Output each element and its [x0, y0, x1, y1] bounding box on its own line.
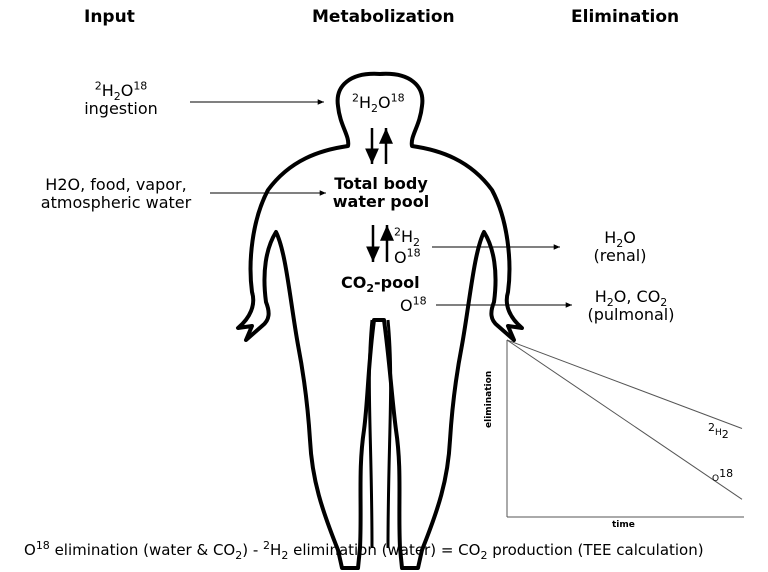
output-pulmonal: H2O, CO2 (pulmonal)	[576, 288, 686, 323]
head-tracer-formula: 2H2O18	[352, 91, 405, 116]
leg-split	[367, 319, 393, 549]
input-tracer-formula: 2H2O18	[94, 79, 148, 104]
chart-y-label: elimination	[484, 370, 494, 428]
oxygen18-pulmonal-label: O18	[400, 294, 427, 315]
output-renal-word: (renal)	[593, 245, 647, 265]
series-line-deuterium	[506, 339, 743, 429]
input-water-line2: atmospheric water	[40, 192, 192, 212]
header-elimination: Elimination	[571, 7, 680, 27]
input-ingestion-label: 2H2O18 ingestion	[76, 79, 166, 118]
co2-pool: CO2-pool	[341, 273, 420, 296]
output-pulmonal-word: (pulmonal)	[587, 304, 675, 324]
deuterium-label: 2H2	[394, 225, 421, 250]
series-label-oxygen18: O18	[712, 467, 734, 484]
body-silhouette	[236, 71, 524, 570]
output-renal: H2O (renal)	[580, 229, 660, 264]
input-ingestion-word: ingestion	[84, 98, 158, 118]
input-water-line1: H2O, food, vapor,	[45, 175, 187, 194]
input-water-label: H2O, food, vapor, atmospheric water	[26, 176, 206, 211]
series-label-deuterium: 2H2	[708, 421, 729, 441]
header-metabolization: Metabolization	[312, 7, 455, 27]
footer-equation: O18 elimination (water & CO2) - 2H2 elim…	[24, 539, 704, 562]
output-pulmonal-formula: H2O, CO2	[594, 287, 668, 310]
total-body-water-pool: Total body water pool	[332, 174, 430, 211]
oxygen18-label: O18	[394, 246, 421, 267]
output-renal-formula: H2O	[604, 228, 636, 251]
chart-x-label: time	[612, 520, 635, 530]
series-line-oxygen18	[506, 339, 743, 500]
header-input: Input	[84, 7, 135, 27]
